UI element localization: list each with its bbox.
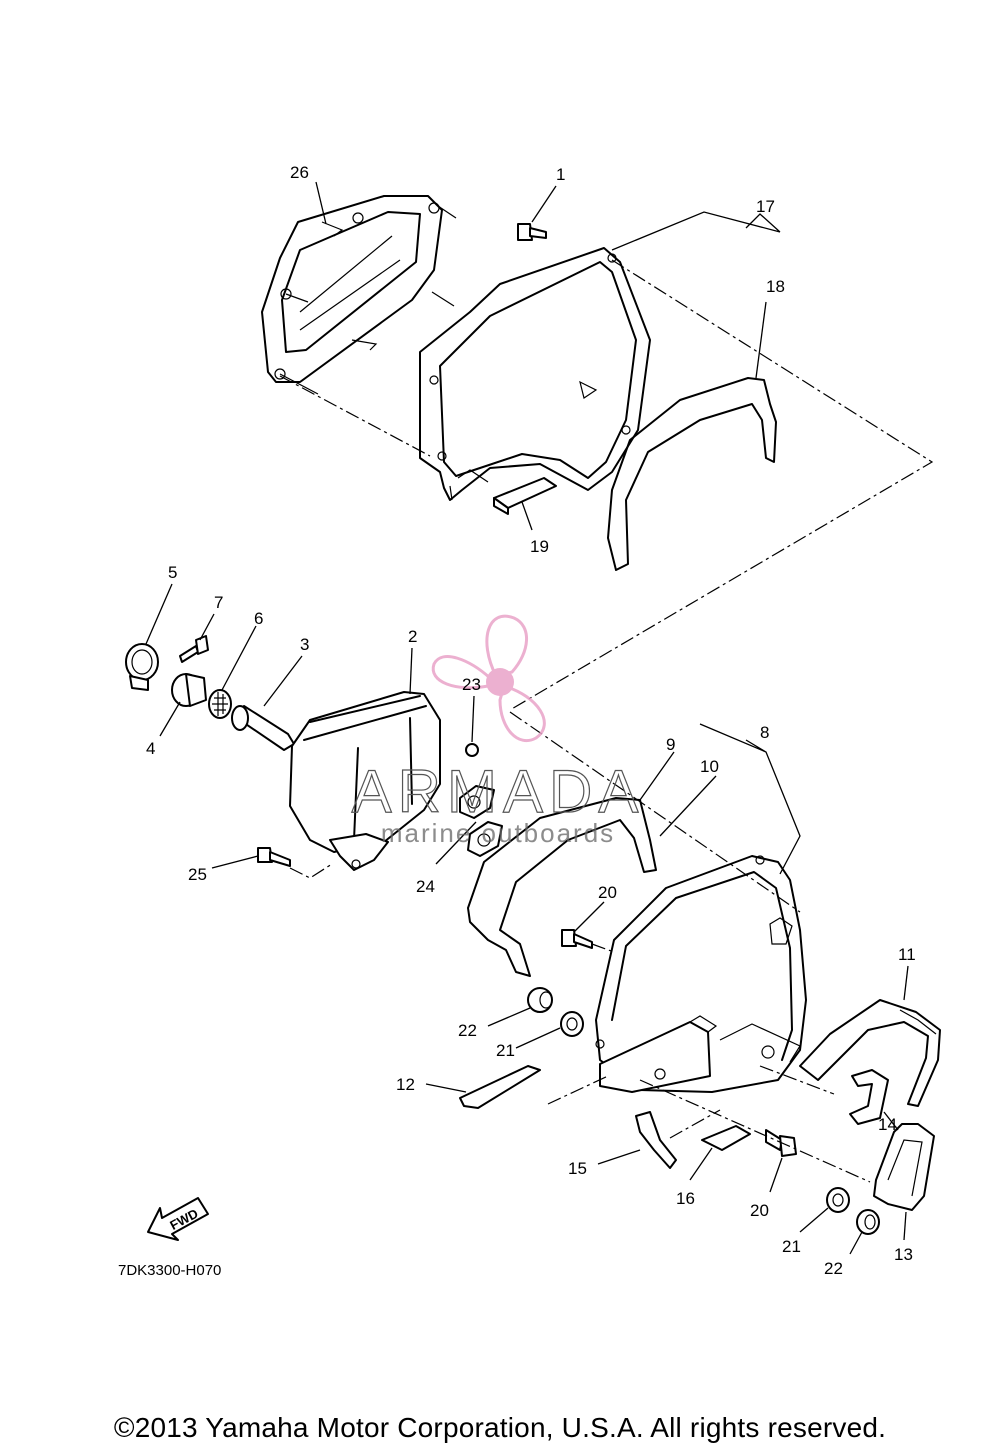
propeller-logo: [431, 614, 546, 742]
part-1-bolt: [517, 223, 547, 241]
label-5: 5: [168, 563, 177, 582]
part-5-clamp: [125, 643, 159, 691]
armada-watermark: ARMADA marine outboards: [351, 614, 645, 848]
part-26-silencer-cover: [261, 195, 457, 395]
fwd-label: FWD: [167, 1206, 200, 1233]
label-3: 3: [300, 635, 309, 654]
label-21a: 21: [496, 1041, 515, 1060]
label-4: 4: [146, 739, 155, 758]
leader-lines: [145, 181, 909, 1255]
label-9: 9: [666, 735, 675, 754]
part-21-grommet-lower: [826, 1187, 850, 1213]
label-6: 6: [254, 609, 263, 628]
label-1: 1: [556, 165, 565, 184]
part-25-bolt: [257, 847, 291, 867]
copyright-notice: ©2013 Yamaha Motor Corporation, U.S.A. A…: [113, 1412, 887, 1443]
part-7-screw: [179, 635, 209, 663]
part-4-cap: [171, 673, 207, 707]
label-19: 19: [530, 537, 549, 556]
part-2-silencer: [289, 691, 441, 871]
label-22b: 22: [824, 1259, 843, 1278]
label-10: 10: [700, 757, 719, 776]
label-16: 16: [676, 1189, 695, 1208]
part-11-lower-seal: [799, 999, 941, 1107]
alignment-lines: [279, 259, 934, 1183]
part-14-bracket: [849, 1069, 889, 1125]
part-22-collar-lower: [856, 1209, 880, 1235]
part-16-plate: [701, 1125, 751, 1151]
label-23: 23: [462, 675, 481, 694]
label-26: 26: [290, 163, 309, 182]
watermark-tagline: marine outboards: [381, 818, 615, 848]
part-13-bracket: [873, 1123, 935, 1211]
label-17: 17: [756, 197, 775, 216]
part-24-gasket: [467, 821, 503, 857]
part-23-grommet: [459, 743, 495, 819]
label-7: 7: [214, 593, 223, 612]
part-3-hose: [231, 705, 295, 751]
part-19-strip: [493, 477, 557, 515]
part-22-collar-upper: [527, 987, 553, 1013]
fwd-arrow: FWD: [147, 1197, 209, 1241]
label-20b: 20: [750, 1201, 769, 1220]
part-6-screen: [208, 689, 232, 719]
part-20-bolt-upper: [561, 929, 593, 949]
label-15: 15: [568, 1159, 587, 1178]
label-21b: 21: [782, 1237, 801, 1256]
part-labels: 1 2 3 4 5 6 7 8 9 10 11 12 13 14 15 16 1…: [146, 163, 916, 1278]
label-8: 8: [760, 723, 769, 742]
part-20-bolt-lower: [765, 1129, 797, 1157]
diagram-code: 7DK3300-H070: [118, 1262, 222, 1279]
part-8-lower-housing: [595, 855, 807, 1093]
label-2: 2: [408, 627, 417, 646]
upper-housing: [419, 247, 651, 501]
part-12-strip: [459, 1065, 541, 1109]
label-25: 25: [188, 865, 207, 884]
label-13: 13: [894, 1245, 913, 1264]
label-18: 18: [766, 277, 785, 296]
part-21-grommet-upper: [560, 1011, 584, 1037]
label-20a: 20: [598, 883, 617, 902]
label-22a: 22: [458, 1021, 477, 1040]
label-11: 11: [898, 945, 916, 964]
label-24: 24: [416, 877, 435, 896]
part-15-bracket: [635, 1111, 677, 1169]
part-18-upper-seal: [607, 377, 777, 571]
watermark-brand: ARMADA: [352, 758, 645, 825]
part-9-lower-gasket: [467, 797, 657, 977]
label-12: 12: [396, 1075, 415, 1094]
label-14: 14: [878, 1115, 897, 1134]
